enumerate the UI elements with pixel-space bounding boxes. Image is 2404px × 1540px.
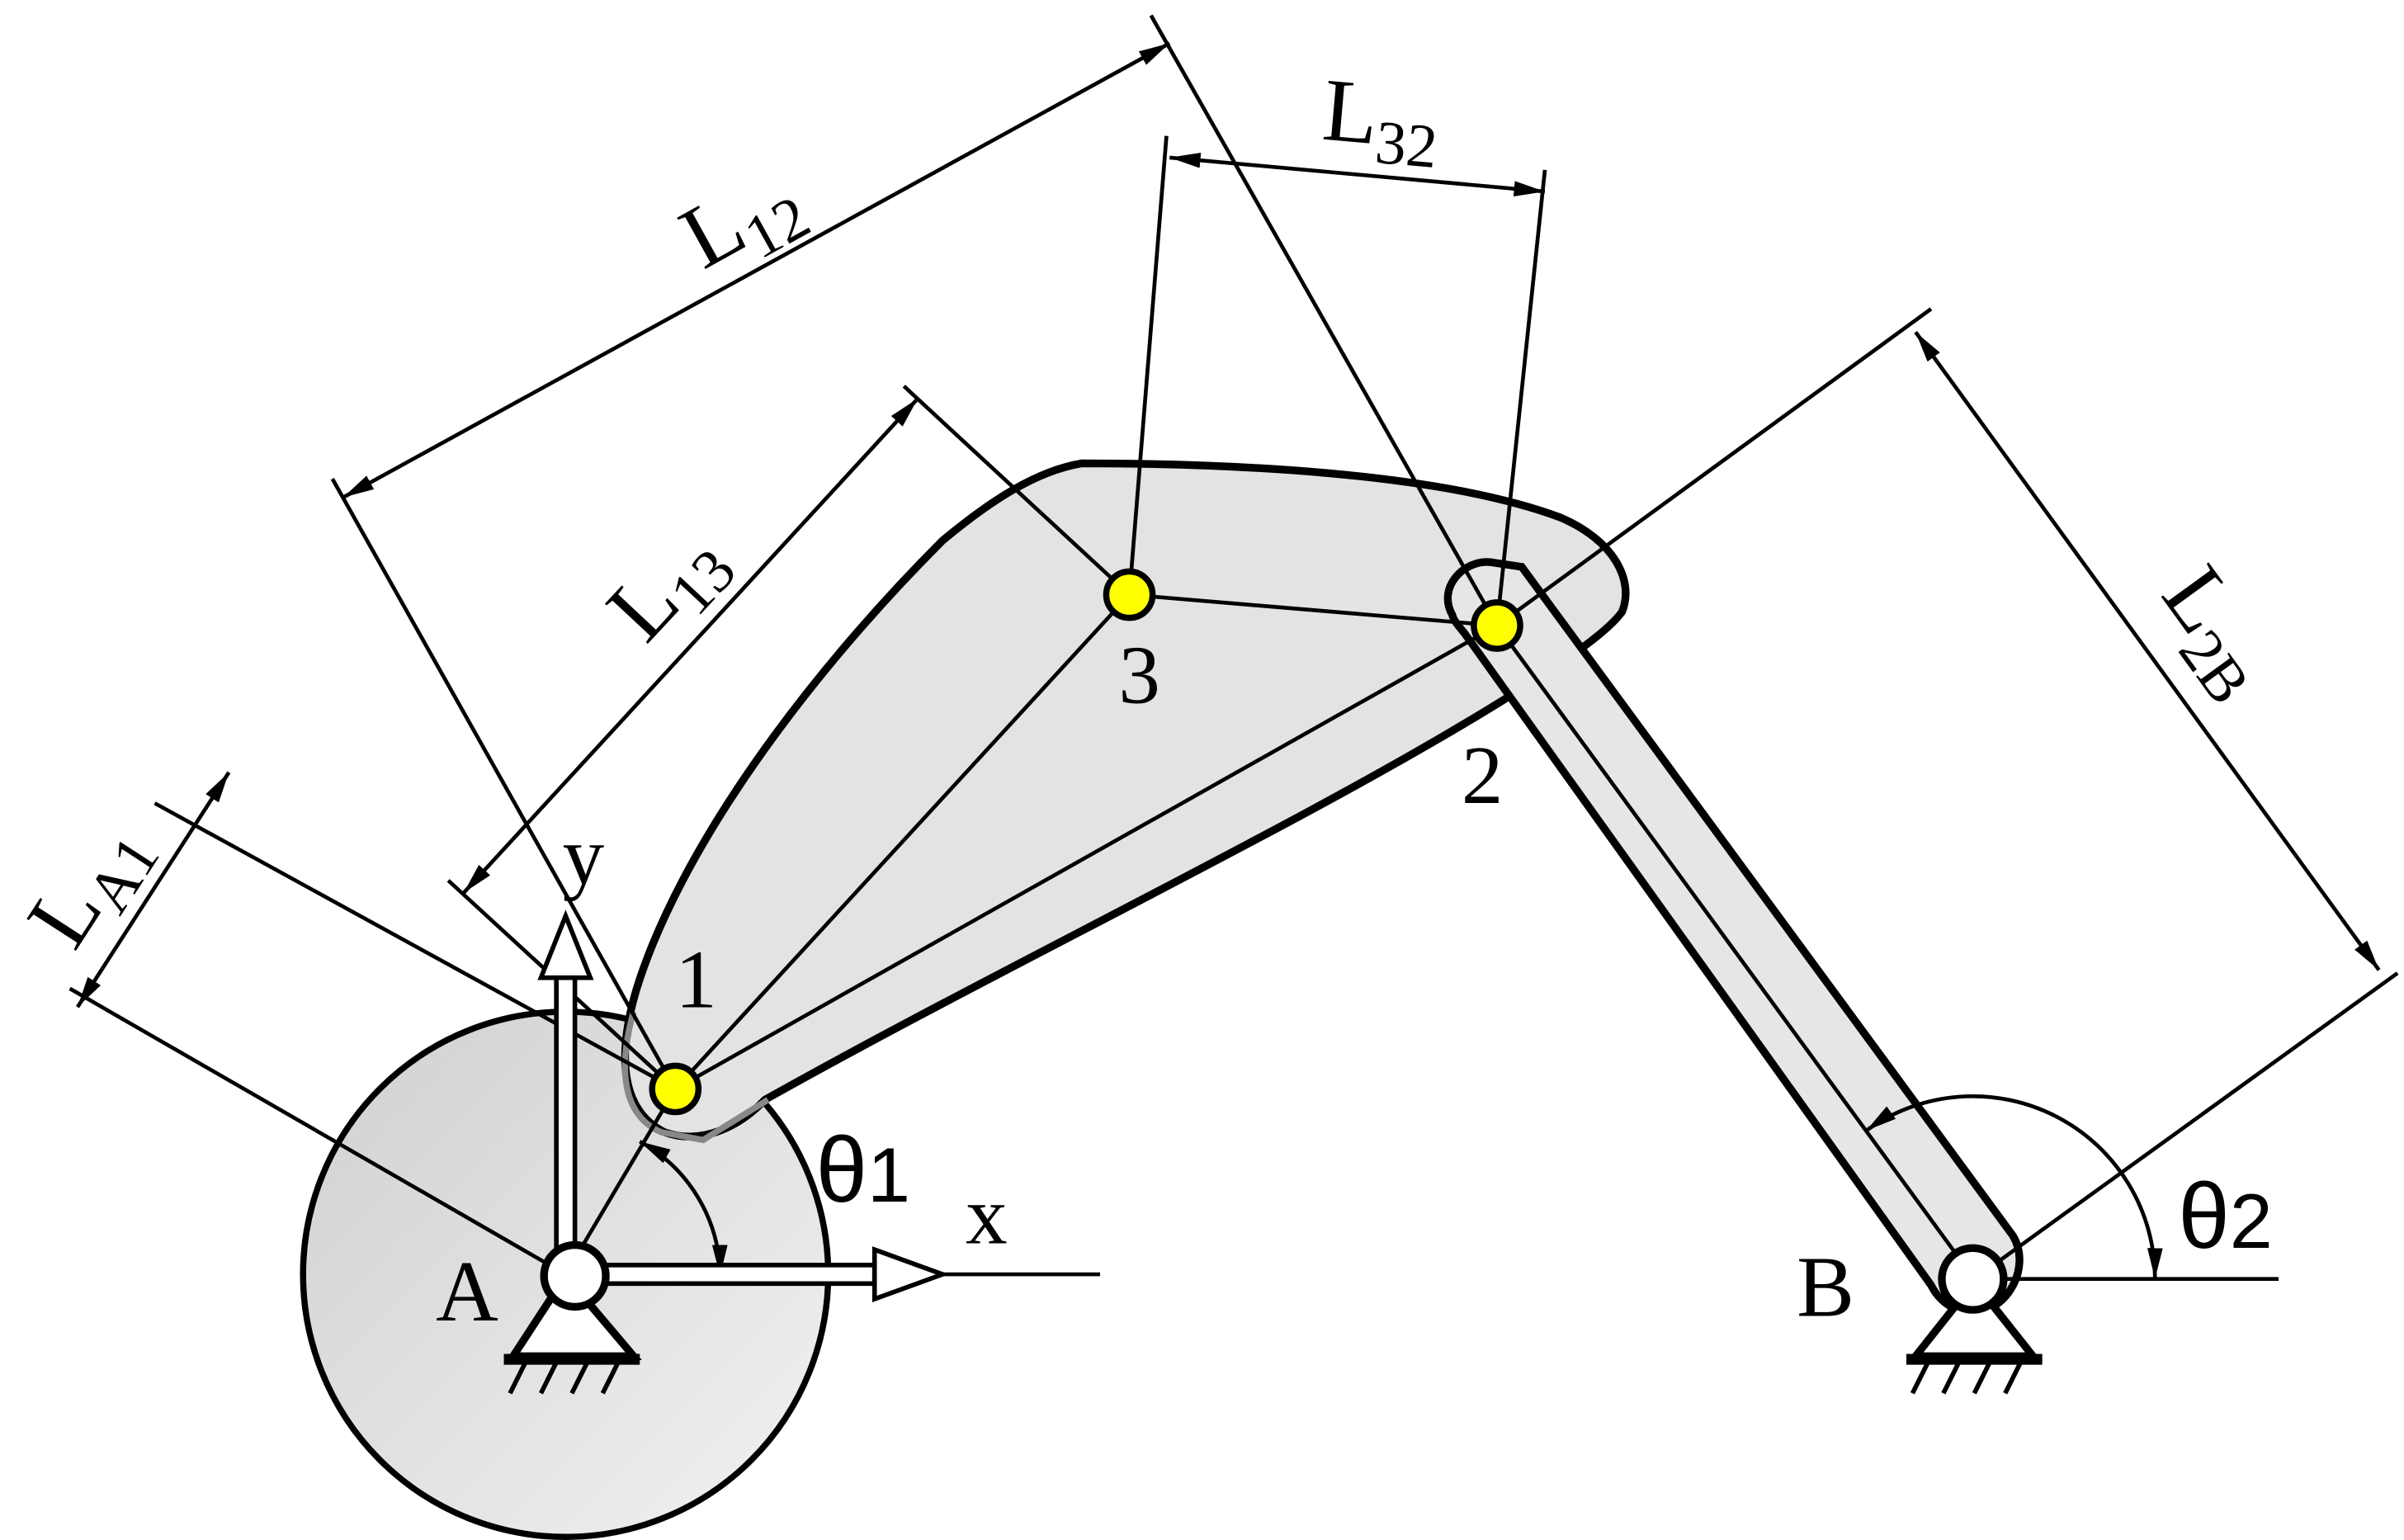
theta2-label: θ2 [2178,1164,2273,1268]
pivot-b-pin-icon [1938,1244,2008,1314]
y-arrowhead-icon [537,909,594,980]
dimension-lines [75,41,2381,1009]
y-axis [537,909,594,1277]
x-axis-label: x [966,1169,1008,1262]
pivot-a-label: A [436,1244,498,1339]
ground-support-b-icon [1906,1275,2043,1395]
theta2-arc [1864,1094,2163,1279]
pivot-b-label: B [1797,1240,1854,1335]
dim-l32-label: L32 [1318,60,1443,182]
point-3-label: 3 [1118,629,1160,721]
ground-support-a-icon [503,1269,642,1395]
y-axis-label: y [563,810,605,902]
theta1-label: θ1 [816,1117,910,1221]
dim-l2b-label: L2B [2133,548,2298,716]
x-arrowhead-icon [871,1246,950,1303]
point-1-label: 1 [675,933,717,1025]
joint-2-icon [1471,599,1523,652]
dim-la1-label: LA1 [8,801,173,971]
joint-3-icon [1103,568,1156,621]
coupler-inner-edge [621,1010,770,1144]
joint-1-icon [649,1062,702,1116]
dim-l13-label: L13 [588,507,749,668]
pivot-a-pin-icon [540,1240,610,1311]
theta1-arc [639,1140,728,1276]
point-2-label: 2 [1462,729,1504,821]
